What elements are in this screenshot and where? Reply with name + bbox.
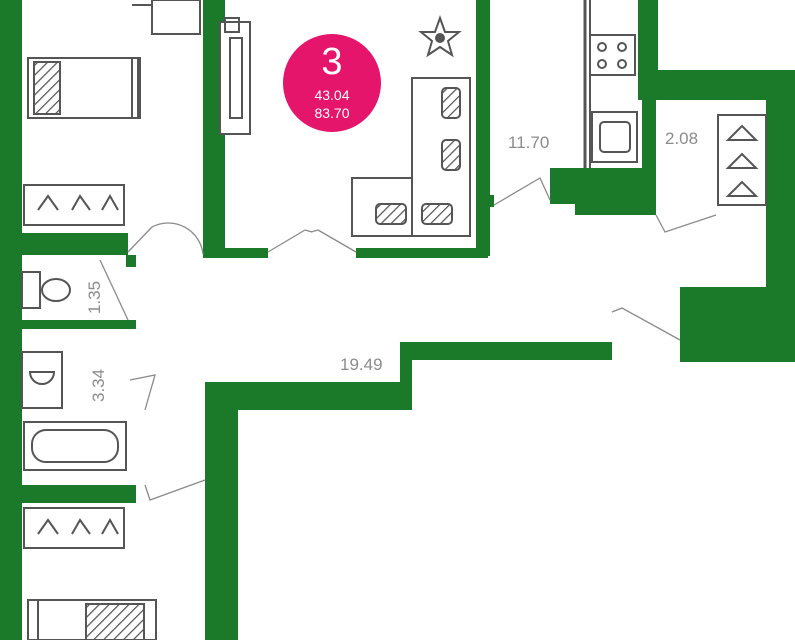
room-outlines (210, 0, 591, 248)
bedroom-wall-bottom (0, 233, 128, 255)
toilet-door (99, 259, 129, 321)
total-area-value: 83.70 (314, 105, 349, 121)
living-wall-bottom-left (203, 248, 268, 258)
wardrobe-area-label: 2.08 (665, 129, 698, 148)
living-door-right (310, 229, 357, 253)
bath-wall-bottom (0, 485, 136, 503)
living-wall-bottom-right (356, 248, 488, 258)
apartment-badge: 3 43.04 83.70 (283, 34, 381, 132)
wardrobe-door (655, 214, 717, 233)
living-wall-stub (484, 195, 494, 207)
compass-star-icon (418, 15, 462, 58)
toilet-wall-bottom (0, 320, 136, 329)
living-furniture (219, 15, 471, 237)
bathroom-area-label: 3.34 (89, 369, 108, 402)
lower-room-furniture (23, 507, 157, 640)
washbasin-icon (21, 351, 63, 409)
wardrobe-wall-right (766, 95, 795, 295)
hallway-wall-stepped (205, 342, 612, 640)
hallway-area-label: 19.49 (340, 355, 383, 374)
wardrobe-wall-lower (680, 287, 795, 362)
hallway-door (611, 307, 681, 341)
chair-icon (151, 0, 201, 35)
toilet-area-label: 1.35 (85, 281, 104, 314)
stove-icon (589, 34, 636, 76)
sofa-icon (351, 77, 471, 237)
kitchen-wall-top (638, 0, 658, 78)
bathroom-furniture (21, 351, 127, 471)
kitchen-wall-bottom (550, 100, 656, 215)
living-area-value: 43.04 (314, 87, 349, 103)
toilet-icon (21, 271, 71, 309)
bedroom-door (127, 222, 204, 255)
room-count: 3 (321, 41, 342, 83)
bathtub-icon (23, 421, 127, 471)
hallway-wall-doorstop (604, 342, 612, 360)
kitchen-area-label: 11.70 (508, 133, 549, 152)
hanger-icon (23, 507, 125, 549)
sink-icon (591, 111, 638, 163)
toilet-wall-right (126, 255, 136, 267)
bedroom-furniture (23, 0, 201, 226)
living-door-left (267, 229, 313, 253)
bed-icon (27, 599, 157, 640)
doors (99, 177, 717, 501)
living-wall-right (476, 0, 490, 256)
lower-room-door (144, 479, 206, 501)
kitchen-furniture (589, 34, 638, 163)
hanger-icon (23, 184, 125, 226)
wardrobe-furniture (717, 114, 767, 206)
bed-icon (27, 57, 141, 119)
hanger-icon (725, 124, 759, 197)
kitchen-door (493, 177, 551, 206)
badge-circle (283, 34, 381, 132)
tv-stand-icon (219, 17, 251, 135)
bath-door (129, 374, 156, 411)
